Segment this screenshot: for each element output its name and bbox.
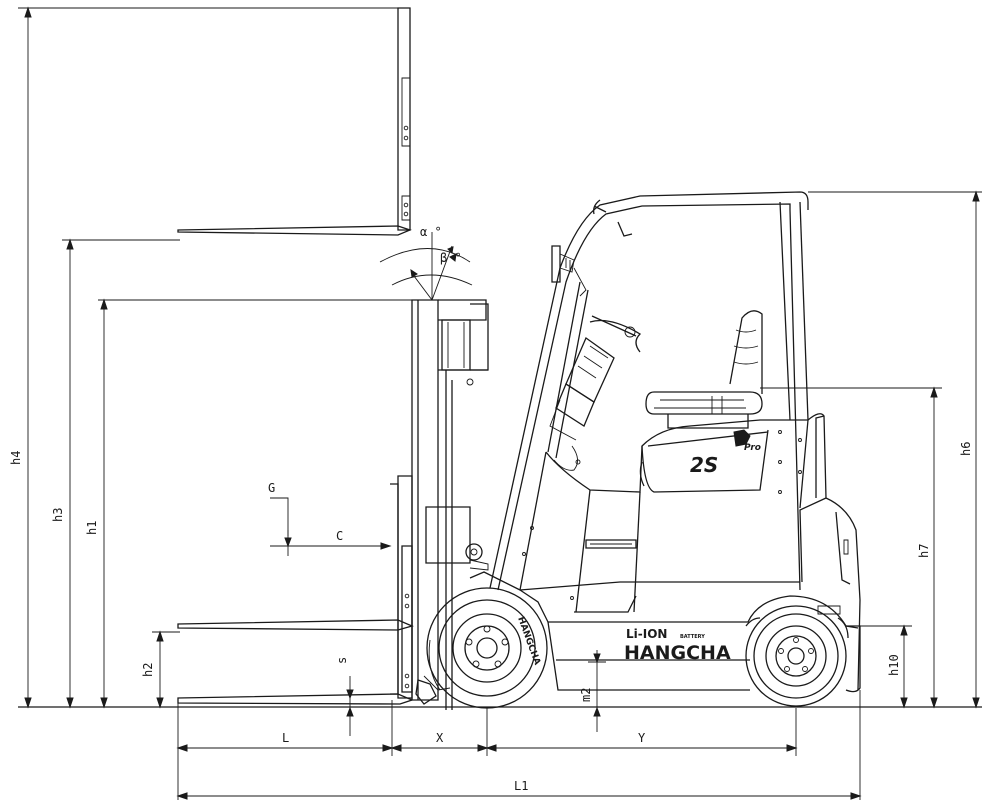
dim-s: s [335,657,354,736]
dim-h1: h1 [85,298,420,709]
label-h10: h10 [887,654,901,676]
label-h7: h7 [917,544,931,558]
label-alpha: α ° [420,225,442,239]
dim-h6: h6 [808,190,982,709]
tilt-angles: α ° β ° [379,225,473,301]
label-X: X [436,731,444,745]
label-h1: h1 [85,521,99,535]
load-center: G C [268,481,392,556]
label-m2: m2 [579,688,593,702]
brand-name: HANGCHA [624,642,731,664]
fork-mid [177,619,414,631]
dim-h3: h3 [51,238,180,709]
seat [645,310,763,429]
li-ion-label: Li-ION [626,627,667,641]
dim-m2: m2 [579,650,606,732]
label-G: G [268,481,275,495]
battery-label: BATTERY [680,634,705,640]
steering [549,315,642,471]
label-h6: h6 [959,442,973,456]
lowered-carriage [177,475,414,705]
dim-h2: h2 [141,630,180,709]
label-beta: β ° [440,251,462,265]
fork-bottom [177,693,414,705]
label-L1: L1 [514,779,528,793]
overhead-guard [489,191,809,591]
truck-body [469,413,861,691]
label-Y: Y [638,731,646,745]
p-logo: Pro [733,429,761,453]
model-badge: 2S [690,453,718,477]
svg-text:Pro: Pro [744,443,761,453]
raised-fork [177,7,412,236]
front-wheel: HANGCHA [415,587,548,709]
dim-h10: h10 [858,624,912,709]
label-C: C [336,529,343,543]
label-h3: h3 [51,508,65,522]
dim-h7: h7 [760,386,942,709]
dim-bottom: L X Y L1 [176,690,862,800]
label-h4: h4 [9,451,23,465]
label-h2: h2 [141,663,155,677]
dim-h4: h4 [9,6,410,709]
label-s: s [335,657,349,664]
label-L: L [282,731,289,745]
rear-wheel [745,605,847,707]
